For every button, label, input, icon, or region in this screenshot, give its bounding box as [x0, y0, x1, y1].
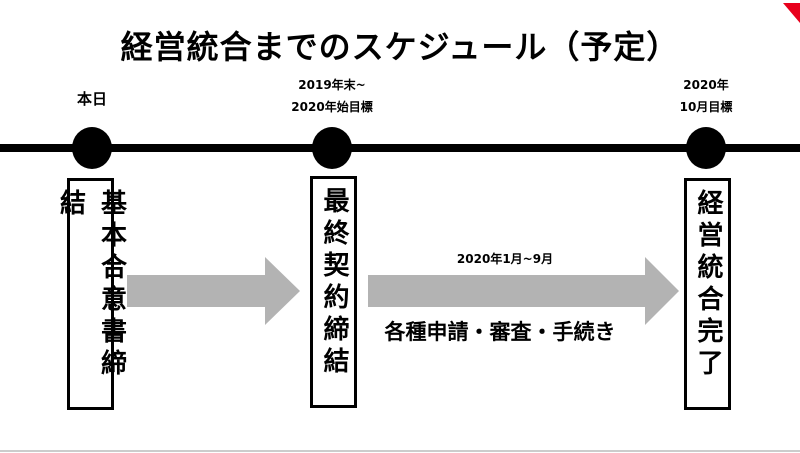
corner-mark [783, 3, 800, 23]
milestone-label-2: 2019年末~ 2020年始目標 [262, 74, 402, 118]
box-text: 最終契約締結 [319, 187, 349, 379]
arrow-1 [127, 257, 300, 325]
label-line: 2019年末~ [298, 78, 366, 92]
timeline-line [0, 144, 800, 152]
milestone-dot [686, 127, 726, 169]
milestone-box-3: 経営統合完了 [684, 178, 731, 410]
milestone-box-2: 最終契約締結 [310, 176, 357, 408]
box-text: 基本合意書締結 [55, 189, 127, 381]
label-line: 2020年始目標 [291, 100, 373, 114]
milestone-dot [312, 127, 352, 169]
slide-title: 経営統合までのスケジュール（予定） [120, 28, 680, 66]
milestone-label-today: 本日 [76, 90, 107, 108]
milestone-box-1: 基本合意書締結 [56, 178, 127, 410]
milestone-label-3: 2020年 10月目標 [636, 74, 776, 118]
arrow-2 [368, 257, 679, 325]
label-line: 2020年 [683, 78, 729, 92]
milestone-dot [72, 127, 112, 169]
label-line: 10月目標 [679, 100, 733, 114]
process-label: 各種申請・審査・手続き [384, 320, 616, 344]
bottom-divider [0, 450, 800, 452]
box-text: 経営統合完了 [693, 189, 723, 381]
period-label: 2020年1月~9月 [456, 252, 554, 266]
